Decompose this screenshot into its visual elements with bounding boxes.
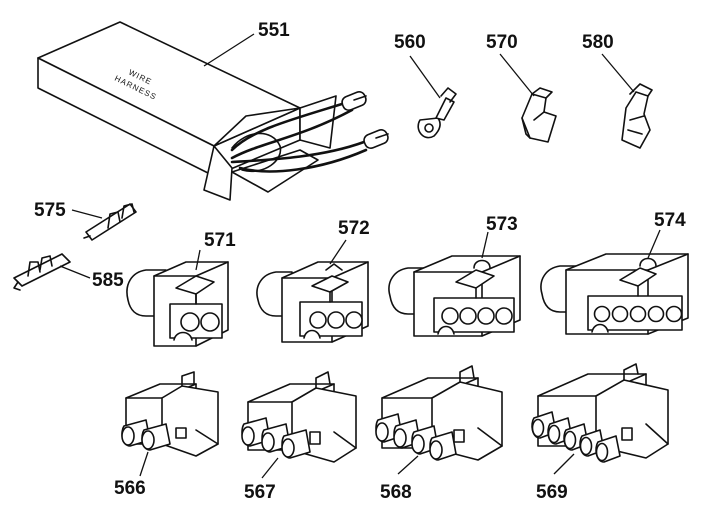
- label-585: 585: [92, 270, 124, 291]
- receptacle-housing-5-circuit: [540, 253, 689, 335]
- flag-terminal: [521, 87, 557, 143]
- label-572: 572: [338, 218, 370, 239]
- receptacle-housing-4-circuit: [388, 255, 521, 337]
- label-551: 551: [258, 20, 290, 41]
- label-573: 573: [486, 214, 518, 235]
- label-570: 570: [486, 32, 518, 53]
- label-571: 571: [204, 230, 236, 251]
- plug-housing-4-circuit: [375, 365, 503, 461]
- wire-harness-box: WIRE HARNESS: [37, 21, 389, 201]
- label-566: 566: [114, 478, 146, 499]
- receptacle-housing-3-circuit: [256, 261, 369, 343]
- male-pin-terminal: [83, 203, 137, 241]
- label-567: 567: [244, 482, 276, 503]
- label-574: 574: [654, 210, 686, 231]
- label-560: 560: [394, 32, 426, 53]
- plug-housing-3-circuit: [241, 371, 357, 463]
- quick-disconnect-terminal: [621, 83, 653, 149]
- label-580: 580: [582, 32, 614, 53]
- label-569: 569: [536, 482, 568, 503]
- label-568: 568: [380, 482, 412, 503]
- female-socket-terminal: [13, 253, 71, 291]
- receptacle-housing-2-circuit: [126, 261, 229, 347]
- plug-housing-5-circuit: [531, 363, 669, 463]
- ring-terminal: [417, 87, 457, 139]
- label-575: 575: [34, 200, 66, 221]
- plug-housing-2-circuit: [121, 371, 219, 457]
